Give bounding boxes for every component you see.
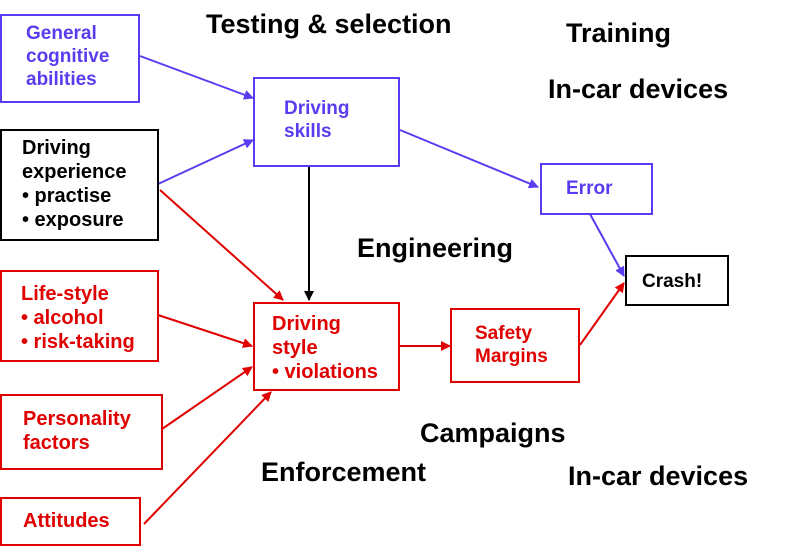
box-line: • violations — [272, 361, 378, 383]
box-line: • alcohol — [21, 307, 104, 329]
box-line: style — [272, 337, 318, 359]
box-line: • practise — [22, 185, 112, 207]
box-line: Personality — [23, 408, 131, 430]
label-in-car-devices-bottom: In-car devices — [568, 461, 749, 491]
box-line: Safety — [475, 323, 533, 344]
arrow-driving-experience-to-driving-style — [159, 189, 284, 301]
box-driving-style: Driving style • violations — [253, 302, 400, 391]
arrow-error-to-crash — [589, 213, 625, 277]
label-campaigns: Campaigns — [420, 418, 566, 448]
arrow-driving-experience-to-driving-skills — [157, 139, 254, 185]
box-general-cognitive-abilities: General cognitive abilities — [0, 14, 140, 103]
box-driving-skills: Driving skills — [253, 77, 400, 167]
box-line: skills — [284, 121, 332, 142]
label-in-car-devices-top: In-car devices — [548, 74, 729, 104]
box-line: Crash! — [642, 271, 703, 292]
arrow-life-style-to-driving-style — [157, 314, 253, 348]
box-line: factors — [23, 432, 90, 454]
box-crash: Crash! — [625, 255, 729, 306]
box-line: • exposure — [22, 209, 124, 231]
arrow-attitudes-to-driving-style — [143, 391, 272, 525]
label-testing-selection: Testing & selection — [206, 9, 452, 39]
box-line: Life-style — [21, 283, 109, 305]
arrow-general-cognitive-to-driving-skills — [139, 55, 254, 100]
box-line: Driving — [22, 137, 91, 159]
box-line: • risk-taking — [21, 331, 135, 353]
box-attitudes: Attitudes — [0, 497, 141, 546]
label-enforcement: Enforcement — [261, 457, 427, 487]
box-line: Error — [566, 178, 613, 199]
box-line: cognitive — [26, 46, 110, 67]
box-line: abilities — [26, 69, 97, 90]
box-line: experience — [22, 161, 127, 183]
box-line: Attitudes — [23, 510, 110, 532]
arrow-safety-margins-to-crash — [579, 282, 625, 346]
box-personality-factors: Personality factors — [0, 394, 163, 470]
box-line: Driving — [284, 98, 350, 119]
arrow-driving-skills-to-error — [399, 129, 539, 189]
label-engineering: Engineering — [357, 233, 514, 263]
box-error: Error — [540, 163, 653, 215]
arrow-personality-to-driving-style — [161, 366, 253, 430]
box-line: General — [26, 23, 97, 44]
label-training: Training — [566, 18, 672, 48]
box-line: Driving — [272, 313, 341, 335]
box-life-style: Life-style • alcohol • risk-taking — [0, 270, 159, 362]
box-driving-experience: Driving experience • practise • exposure — [0, 129, 159, 241]
box-safety-margins: Safety Margins — [450, 308, 580, 383]
box-line: Margins — [475, 346, 548, 367]
